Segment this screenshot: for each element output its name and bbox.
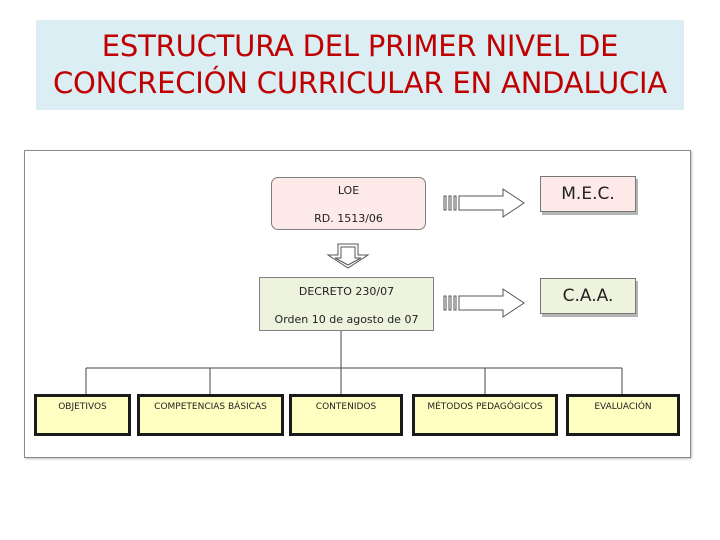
leaf-label: MÉTODOS PEDAGÓGICOS	[427, 402, 543, 412]
right-arrow-icon-caa	[443, 288, 525, 318]
tree-connectors	[85, 331, 623, 394]
leaf-contenidos: CONTENIDOS	[289, 394, 403, 436]
right-arrow-icon-mec	[443, 188, 525, 218]
leaf-label: OBJETIVOS	[58, 402, 107, 412]
orden-label: Orden 10 de agosto de 07	[274, 313, 419, 326]
title-line-2: CONCRECIÓN CURRICULAR EN ANDALUCIA	[52, 66, 668, 100]
title-line-1: ESTRUCTURA DEL PRIMER NIVEL DE	[101, 29, 619, 63]
leaf-objetivos: OBJETIVOS	[34, 394, 131, 436]
leaf-metodos-pedagogicos: MÉTODOS PEDAGÓGICOS	[412, 394, 558, 436]
leaf-evaluacion: EVALUACIÓN	[566, 394, 680, 436]
mec-label: M.E.C.	[561, 184, 615, 204]
leaf-label: CONTENIDOS	[315, 402, 377, 412]
leaf-label: COMPETENCIAS BÁSICAS	[154, 402, 267, 412]
decreto-box: DECRETO 230/07 Orden 10 de agosto de 07	[259, 277, 434, 331]
caa-label: C.A.A.	[562, 286, 614, 306]
mec-box: M.E.C.	[540, 176, 636, 212]
caa-box: C.A.A.	[540, 278, 636, 314]
rd-label: RD. 1513/06	[314, 212, 383, 225]
loe-label: LOE	[337, 184, 360, 197]
down-arrow-icon	[326, 243, 370, 269]
decreto-label: DECRETO 230/07	[298, 285, 395, 298]
loe-box: LOE RD. 1513/06	[271, 177, 426, 230]
leaf-label: EVALUACIÓN	[594, 402, 652, 412]
slide-title: ESTRUCTURA DEL PRIMER NIVEL DE CONCRECIÓ…	[36, 20, 684, 110]
leaf-competencias-basicas: COMPETENCIAS BÁSICAS	[137, 394, 284, 436]
